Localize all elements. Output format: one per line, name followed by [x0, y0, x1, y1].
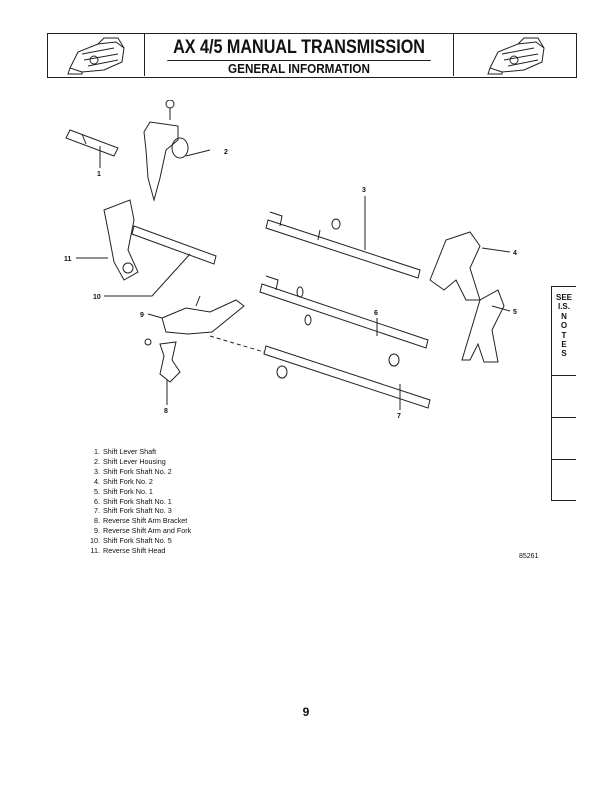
shift-fork-shaft-no5 — [131, 225, 217, 265]
page-subtitle: GENERAL INFORMATION — [228, 61, 370, 76]
callout-3: 3 — [362, 187, 366, 194]
callout-5: 5 — [513, 309, 517, 316]
legend-item: 2.Shift Lever Housing — [94, 456, 166, 466]
page-number: 9 — [302, 705, 310, 719]
callout-10: 10 — [93, 294, 101, 301]
page-title: AX 4/5 MANUAL TRANSMISSION — [167, 34, 431, 61]
legend-item: 5.Shift Fork No. 1 — [94, 486, 153, 496]
reverse-shift-head — [103, 199, 139, 281]
legend-item: 9.Reverse Shift Arm and Fork — [94, 526, 192, 536]
legend-item: 1.Shift Lever Shaft — [94, 447, 157, 456]
parts-legend: 1.Shift Lever Shaft 2.Shift Lever Housin… — [86, 447, 191, 556]
callout-2: 2 — [224, 149, 228, 156]
callout-6: 6 — [374, 310, 378, 317]
figure-number: 85261 — [519, 553, 539, 560]
legend-item: 10.Shift Fork Shaft No. 5 — [90, 536, 172, 546]
callout-9: 9 — [140, 312, 144, 319]
callout-7: 7 — [397, 413, 401, 420]
legend-item: 8.Reverse Shift Arm Bracket — [94, 516, 188, 526]
shift-fork-no2 — [429, 231, 481, 301]
legend-item: 3.Shift Fork Shaft No. 2 — [94, 466, 172, 476]
legend-item: 6.Shift Fork Shaft No. 1 — [94, 496, 172, 506]
reverse-shift-arm-bracket — [144, 338, 181, 383]
shift-fork-shaft-no3 — [263, 345, 431, 409]
shift-fork-no1 — [461, 289, 505, 363]
legend-item: 11.Reverse Shift Head — [90, 546, 166, 556]
callout-4: 4 — [513, 250, 517, 257]
callout-11: 11 — [64, 256, 72, 263]
shift-fork-shaft-no1 — [259, 275, 429, 349]
callout-8: 8 — [164, 408, 168, 415]
shift-lever-housing — [143, 100, 189, 202]
shift-fork-shaft-no2 — [265, 211, 421, 279]
exploded-diagram: 1 2 3 4 5 6 7 8 9 10 11 — [64, 100, 517, 420]
transmission-logo-icon — [453, 34, 576, 76]
callout-1: 1 — [97, 171, 101, 178]
transmission-logo-icon — [48, 34, 145, 76]
shift-lever-shaft — [65, 129, 119, 157]
legend-item: 7.Shift Fork Shaft No. 3 — [94, 506, 172, 516]
legend-item: 4.Shift Fork No. 2 — [94, 476, 153, 486]
reverse-shift-arm-fork — [161, 295, 245, 335]
page-header: AX 4/5 MANUAL TRANSMISSION GENERAL INFOR… — [47, 33, 577, 78]
